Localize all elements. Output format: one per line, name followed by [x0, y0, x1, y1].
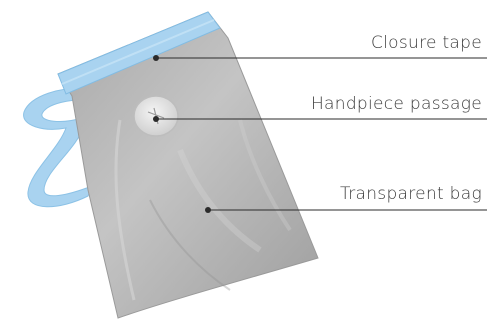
label-closure-tape: Closure tape: [371, 33, 482, 53]
label-handpiece-passage: Handpiece passage: [311, 94, 482, 114]
leader-dot-transparent-bag: [205, 207, 211, 213]
leader-dot-handpiece-passage: [153, 116, 159, 122]
label-transparent-bag: Transparent bag: [340, 184, 482, 204]
leader-dot-closure-tape: [153, 55, 159, 61]
